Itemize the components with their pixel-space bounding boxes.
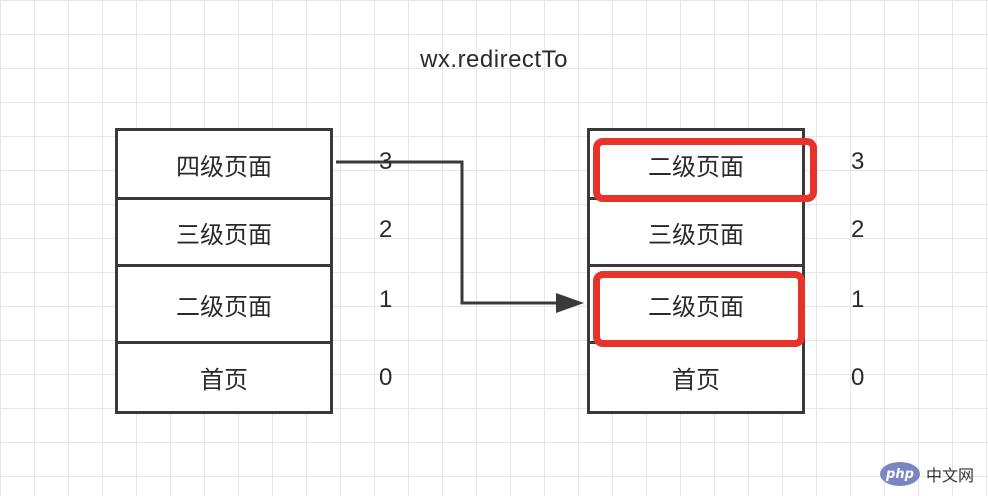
left-page-stack: 四级页面 三级页面 二级页面 首页: [115, 128, 333, 414]
left-stack-row-0: 首页: [118, 344, 330, 411]
left-index-2: 2: [379, 216, 393, 243]
right-index-1: 1: [851, 286, 865, 313]
right-index-0: 0: [851, 364, 865, 391]
watermark: php 中文网: [879, 462, 974, 486]
left-index-0: 0: [379, 364, 393, 391]
right-page-stack: 二级页面 三级页面 二级页面 首页: [587, 128, 805, 414]
watermark-text: 中文网: [925, 466, 974, 485]
left-index-1: 1: [379, 286, 393, 313]
left-index-3: 3: [379, 148, 393, 175]
highlight-box-middle: [593, 271, 805, 347]
right-index-2: 2: [851, 216, 865, 243]
arrow-line: [336, 160, 562, 305]
diagram-title: wx.redirectTo: [420, 46, 568, 73]
highlight-box-top: [593, 138, 817, 202]
arrowhead-icon: [556, 293, 584, 313]
left-stack-row-2: 三级页面: [118, 200, 330, 267]
left-stack-row-3: 四级页面: [118, 131, 330, 200]
left-stack-row-1: 二级页面: [118, 267, 330, 344]
php-logo-icon: php: [879, 462, 920, 486]
right-index-3: 3: [851, 148, 865, 175]
right-stack-row-2: 三级页面: [590, 200, 802, 267]
right-stack-row-0: 首页: [590, 344, 802, 411]
